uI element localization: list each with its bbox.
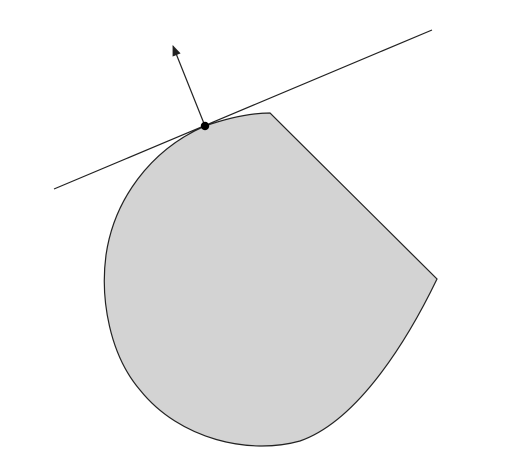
- normal-vector-arrow: [172, 44, 206, 127]
- contact-point: [200, 121, 210, 131]
- supporting-line: [53, 29, 433, 190]
- convex-region: [103, 112, 438, 447]
